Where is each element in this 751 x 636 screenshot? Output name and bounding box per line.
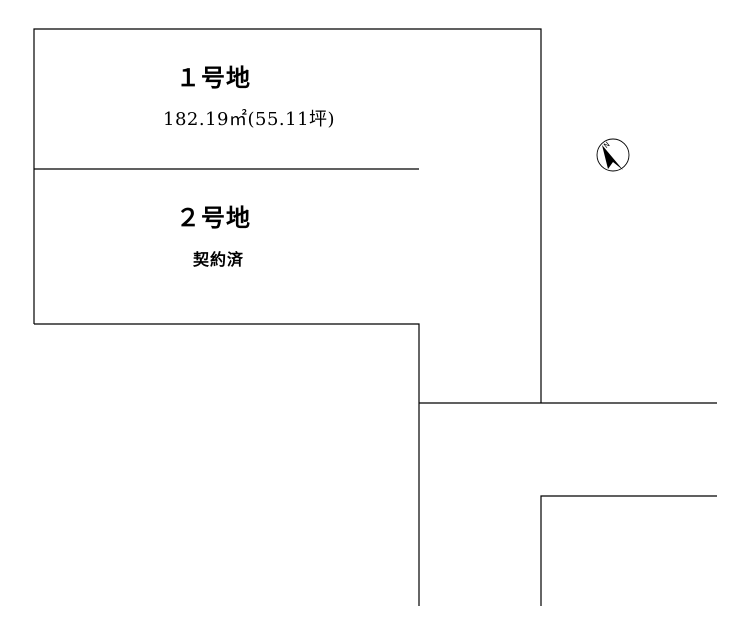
lot2-status: 契約済: [193, 250, 245, 269]
lot1-title: １号地: [176, 64, 251, 92]
lot2-bottom-boundary: [34, 323, 420, 606]
parcel-boundary: [33, 28, 542, 403]
road-edge-lower: [540, 495, 717, 606]
lot1-area: 182.19㎡(55.11坪): [163, 109, 336, 130]
compass-north-label: N: [602, 141, 611, 151]
lot2-title: ２号地: [176, 204, 251, 232]
north-arrow-icon: N: [596, 138, 630, 172]
